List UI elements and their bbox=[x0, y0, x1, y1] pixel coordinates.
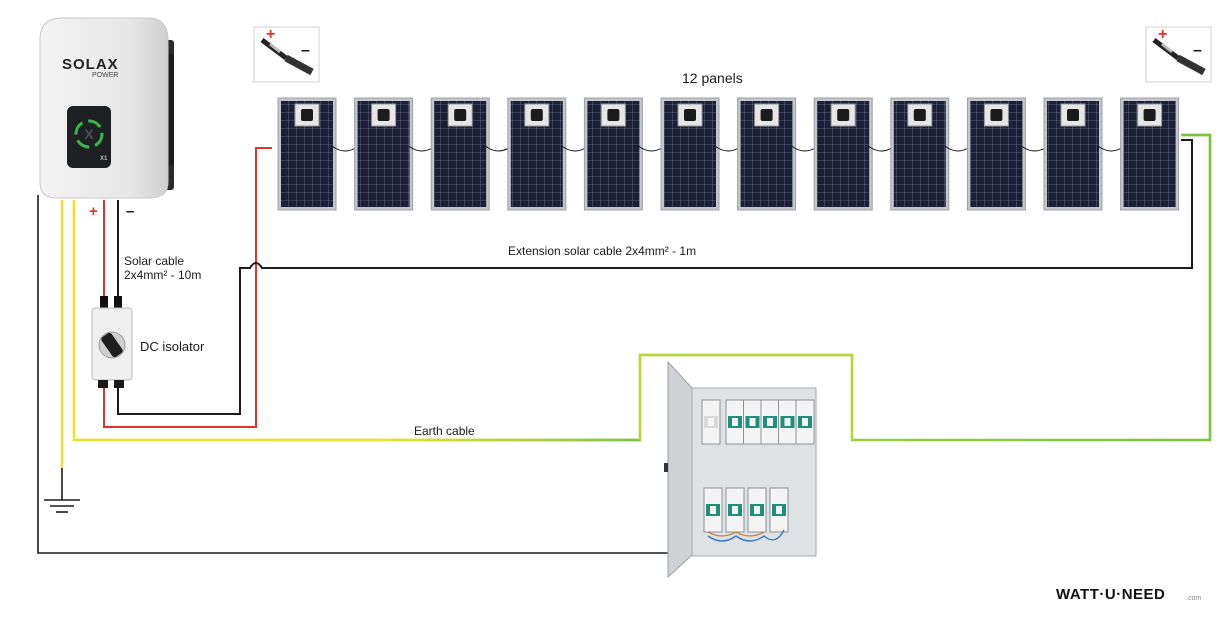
circuit-breaker bbox=[743, 399, 762, 445]
inverter-brand: SOLAX bbox=[62, 56, 119, 73]
inverter-positive-mark: + bbox=[89, 203, 98, 220]
dc-isolator bbox=[91, 296, 133, 388]
circuit-breaker bbox=[703, 487, 723, 533]
panel-count-label: 12 panels bbox=[682, 70, 743, 86]
extension-cable-label: Extension solar cable 2x4mm² - 1m bbox=[508, 244, 697, 258]
solar-panel bbox=[966, 97, 1026, 211]
inverter-display-panel bbox=[67, 106, 111, 168]
solar-panel bbox=[507, 97, 567, 211]
inverter-model: X1 bbox=[100, 156, 108, 162]
watt-u-need-logo-suffix: .com bbox=[1186, 595, 1202, 602]
watt-u-need-logo: WATT·U·NEED bbox=[1056, 586, 1166, 603]
inverter-negative-mark: – bbox=[126, 203, 135, 220]
circuit-breaker bbox=[701, 399, 721, 445]
solar-panel bbox=[1043, 97, 1103, 211]
circuit-breaker bbox=[725, 399, 745, 445]
solar-panel bbox=[660, 97, 720, 211]
mc4-connector-left bbox=[253, 26, 320, 83]
solar-panel bbox=[890, 97, 950, 211]
inverter-brand-sub: POWER bbox=[92, 72, 119, 79]
solar-panel bbox=[430, 97, 490, 211]
circuit-breaker bbox=[747, 487, 767, 533]
distribution-board bbox=[664, 360, 817, 579]
connector-right-plus: + bbox=[1158, 26, 1168, 43]
earth-cable-label: Earth cable bbox=[414, 424, 475, 438]
connector-left-plus: + bbox=[266, 26, 276, 43]
solar-cable-label-line1: Solar cable bbox=[124, 254, 185, 268]
inverter-status-ring bbox=[74, 119, 104, 149]
inverter: X bbox=[39, 17, 174, 199]
ground-symbol bbox=[44, 468, 80, 513]
circuit-breaker bbox=[795, 399, 815, 445]
connector-right-minus: – bbox=[1193, 42, 1202, 59]
solar-panel bbox=[583, 97, 643, 211]
solar-panel bbox=[737, 97, 797, 211]
connector-left-minus: – bbox=[301, 42, 310, 59]
dc-isolator-label: DC isolator bbox=[140, 339, 205, 354]
solar-cable-label-line2: 2x4mm² - 10m bbox=[124, 268, 202, 282]
circuit-breaker bbox=[769, 487, 789, 533]
solar-panel bbox=[813, 97, 873, 211]
inverter-x-mark: X bbox=[84, 126, 94, 142]
circuit-breaker bbox=[725, 487, 745, 533]
solar-panel bbox=[1120, 97, 1180, 211]
solar-panel bbox=[277, 97, 337, 211]
circuit-breaker bbox=[760, 399, 780, 445]
positive-cable bbox=[103, 147, 272, 428]
mc4-connector-right bbox=[1145, 26, 1212, 83]
solar-panel-array bbox=[277, 97, 1180, 211]
solar-panel bbox=[354, 97, 414, 211]
circuit-breaker bbox=[778, 399, 797, 445]
negative-cable bbox=[117, 139, 1193, 415]
